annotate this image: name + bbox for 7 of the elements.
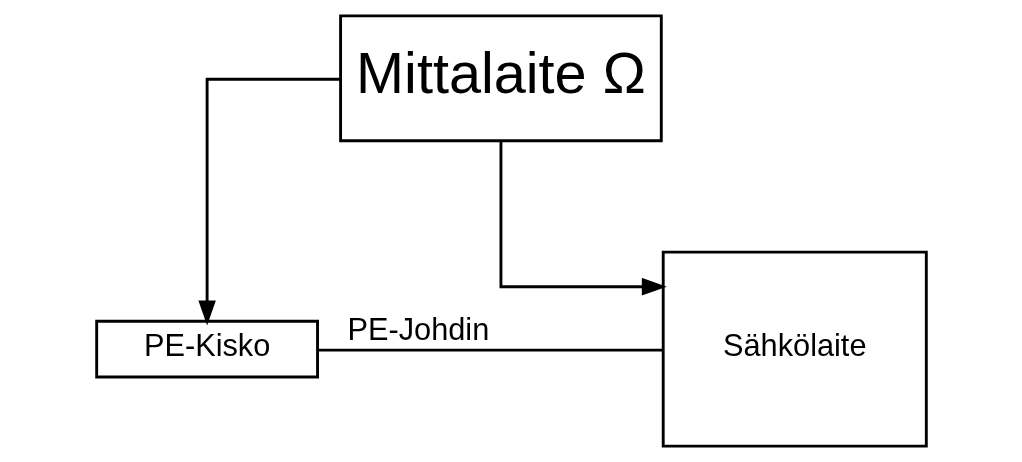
arrow <box>197 77 340 326</box>
arrow <box>499 140 667 296</box>
node-box: Sähkölaite <box>661 250 928 448</box>
edge-label: PE-Johdin <box>347 312 489 348</box>
connector <box>317 348 663 352</box>
node-box: Mittalaite Ω <box>338 14 663 143</box>
node-box: PE-Kisko <box>94 319 319 379</box>
